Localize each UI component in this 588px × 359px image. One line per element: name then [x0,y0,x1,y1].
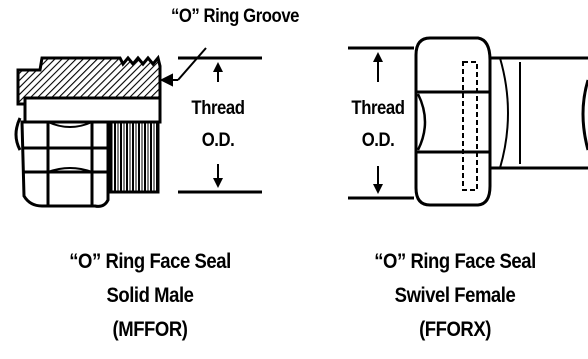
female-hex-nut [414,36,492,207]
female-thread-dimension [348,46,414,200]
male-hex-body [20,120,110,208]
male-bore [23,96,162,124]
male-thread-label-line2: O.D. [201,130,235,151]
male-thread-dimension [178,56,262,194]
female-oring-dashed [462,61,478,191]
male-caption-line1: “O” Ring Face Seal [69,250,231,273]
female-caption-line1: “O” Ring Face Seal [374,250,536,273]
female-thread-label-line1: Thread [351,98,405,119]
groove-callout-arrow [159,47,207,87]
solid-male-fitting [14,54,162,208]
female-tube [490,56,588,170]
female-thread-label-line2: O.D. [361,130,395,151]
male-thread-label-line1: Thread [191,98,245,119]
male-threaded-shank [108,120,160,194]
male-section-hatch [16,54,162,106]
swivel-female-fitting [414,36,588,207]
male-caption-line3: (MFFOR) [112,318,188,341]
female-caption-line3: (FFORX) [419,318,491,341]
groove-label: “O” Ring Groove [170,6,300,27]
male-caption-line2: Solid Male [106,284,194,307]
female-caption-line2: Swivel Female [394,284,516,307]
